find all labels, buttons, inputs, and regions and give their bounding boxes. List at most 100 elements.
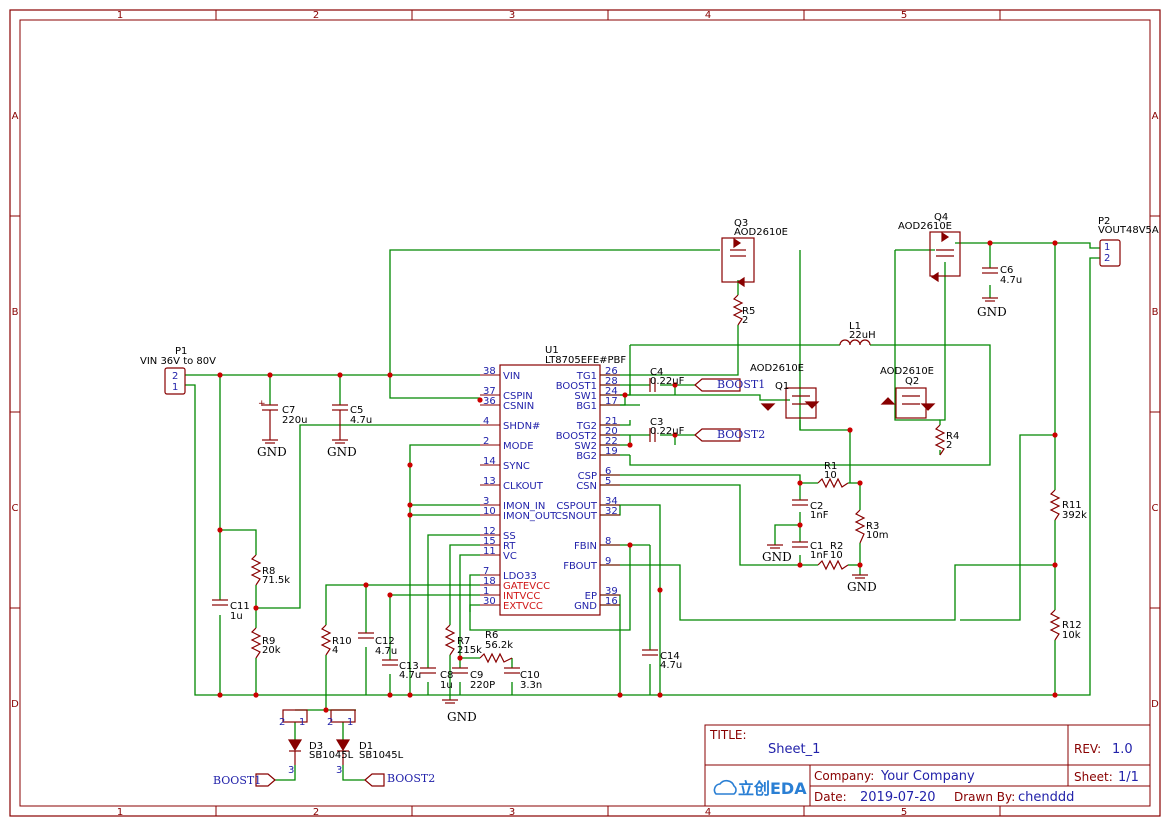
component-labels: C7 220u C5 4.7u C11 1u R8 71.5k R9 20k R… (230, 212, 1087, 776)
junctions (217, 240, 1058, 713)
inductor-l1 (839, 339, 871, 346)
date-value: 2019-07-20 (860, 790, 936, 805)
ground-labels: GND GND GND GND GND GND (257, 305, 1007, 724)
svg-text:GND: GND (327, 445, 357, 459)
svg-text:1u: 1u (440, 680, 453, 691)
svg-text:C6: C6 (1000, 265, 1013, 276)
svg-text:3: 3 (336, 765, 342, 776)
u1-pin-number: 16 (605, 596, 618, 607)
col-label: 4 (705, 10, 711, 21)
svg-text:GND: GND (977, 305, 1007, 319)
u1-pin-name: CSPIN (503, 391, 533, 402)
u1-pin-name: SW1 (574, 391, 597, 402)
u1-pin-number: 1 (483, 586, 489, 597)
u1-pin-name: VC (503, 551, 517, 562)
svg-text:BOOST1: BOOST1 (213, 774, 261, 787)
u1-pin-number: 2 (483, 436, 489, 447)
svg-text:R7: R7 (457, 636, 470, 647)
u1-pin-number: 39 (605, 586, 618, 597)
diode-d1 (330, 709, 356, 765)
drawn-by-label: Drawn By: (954, 790, 1015, 804)
logo-text: 立创EDA (738, 779, 807, 798)
p2-connector[interactable]: P2 VOUT48V5A 1 2 (1098, 216, 1159, 267)
p1-connector[interactable]: P1 VIN 36V to 80V 2 1 (140, 346, 216, 395)
svg-text:4.7u: 4.7u (375, 646, 397, 657)
resistor-symbols (250, 294, 1061, 664)
u1-pin-name: BOOST1 (556, 381, 597, 392)
sheet-title: Sheet_1 (768, 742, 820, 757)
diode-d3 (282, 709, 308, 765)
lceda-logo: 立创EDA (713, 779, 807, 798)
ground-symbols (262, 297, 998, 704)
u1-pin-name: TG2 (576, 421, 597, 432)
u1-pin-number: 5 (605, 476, 611, 487)
svg-text:AOD2610E: AOD2610E (880, 366, 934, 377)
svg-text:Q1: Q1 (775, 381, 789, 392)
u1-pin-name: IMON_OUT (503, 511, 557, 522)
svg-text:C4: C4 (650, 367, 663, 378)
u1-pin-name: FBOUT (563, 561, 598, 572)
net-label-boost2: BOOST2 (694, 428, 765, 442)
row-label: D (1151, 699, 1159, 710)
u1-pin-number: 19 (605, 446, 618, 457)
svg-text:GND: GND (257, 445, 287, 459)
u1-pin-name: SS (503, 531, 516, 542)
u1-pin-number: 11 (483, 546, 496, 557)
svg-text:R2: R2 (830, 541, 843, 552)
capacitor-symbols (212, 267, 998, 674)
company-label: Company: (814, 769, 874, 783)
mosfet-q2 (880, 387, 936, 419)
svg-text:2: 2 (327, 717, 333, 728)
svg-text:1: 1 (347, 717, 353, 728)
col-label: 3 (509, 807, 515, 818)
svg-text:56.2k: 56.2k (485, 640, 513, 651)
u1-pin-name: INTVCC (503, 591, 540, 602)
row-label: B (12, 307, 19, 318)
p1-ref: P1 (175, 346, 187, 357)
polarity-mark: + (258, 399, 266, 409)
svg-text:10m: 10m (866, 530, 888, 541)
u1-pin-name: FBIN (574, 541, 597, 552)
sheet-frame: 1 2 3 4 5 1 2 3 4 5 A B C D A B C D (9, 9, 1161, 818)
title-block: TITLE: Sheet_1 REV: 1.0 Company: Your Co… (704, 724, 1151, 807)
u1-pin-number: 17 (605, 396, 618, 407)
u1-pin-number: 30 (483, 596, 496, 607)
p2-pin: 2 (1104, 253, 1110, 264)
svg-text:2: 2 (279, 717, 285, 728)
col-label: 3 (509, 10, 515, 21)
net-label-boost1-diode: BOOST1 (213, 773, 276, 787)
svg-text:Q4: Q4 (934, 212, 948, 223)
svg-text:R3: R3 (866, 521, 879, 532)
svg-text:Q2: Q2 (905, 376, 919, 387)
svg-text:C9: C9 (470, 670, 483, 681)
svg-text:R6: R6 (485, 630, 498, 641)
svg-text:D1: D1 (359, 741, 373, 752)
u1-value: LT8705EFE#PBF (545, 355, 626, 366)
u1-pin-number: 18 (483, 576, 496, 587)
svg-text:220u: 220u (282, 415, 307, 426)
mosfet-q1 (760, 387, 820, 419)
row-label: D (11, 699, 19, 710)
rev-label: REV: (1074, 742, 1101, 756)
sheet-label: Sheet: (1074, 770, 1113, 784)
u1-pin-number: 8 (605, 536, 611, 547)
sheet-value: 1/1 (1118, 770, 1139, 785)
u1-pin-name: CLKOUT (503, 481, 544, 492)
u1-pin-number: 37 (483, 386, 496, 397)
svg-text:R8: R8 (262, 566, 275, 577)
p2-pin: 1 (1104, 242, 1110, 253)
svg-text:R5: R5 (742, 306, 755, 317)
u1-pin-name: BG2 (576, 451, 597, 462)
row-label: A (12, 111, 19, 122)
svg-text:R10: R10 (332, 636, 352, 647)
u1-pin-name: CSNOUT (555, 511, 598, 522)
u1-pin-number: 3 (483, 496, 489, 507)
u1-pin-name: EXTVCC (503, 601, 543, 612)
u1-pin-number: 13 (483, 476, 496, 487)
svg-text:Q3: Q3 (734, 218, 748, 229)
u1-pin-number: 28 (605, 376, 618, 387)
svg-text:1: 1 (299, 717, 305, 728)
svg-text:BOOST2: BOOST2 (717, 428, 765, 441)
